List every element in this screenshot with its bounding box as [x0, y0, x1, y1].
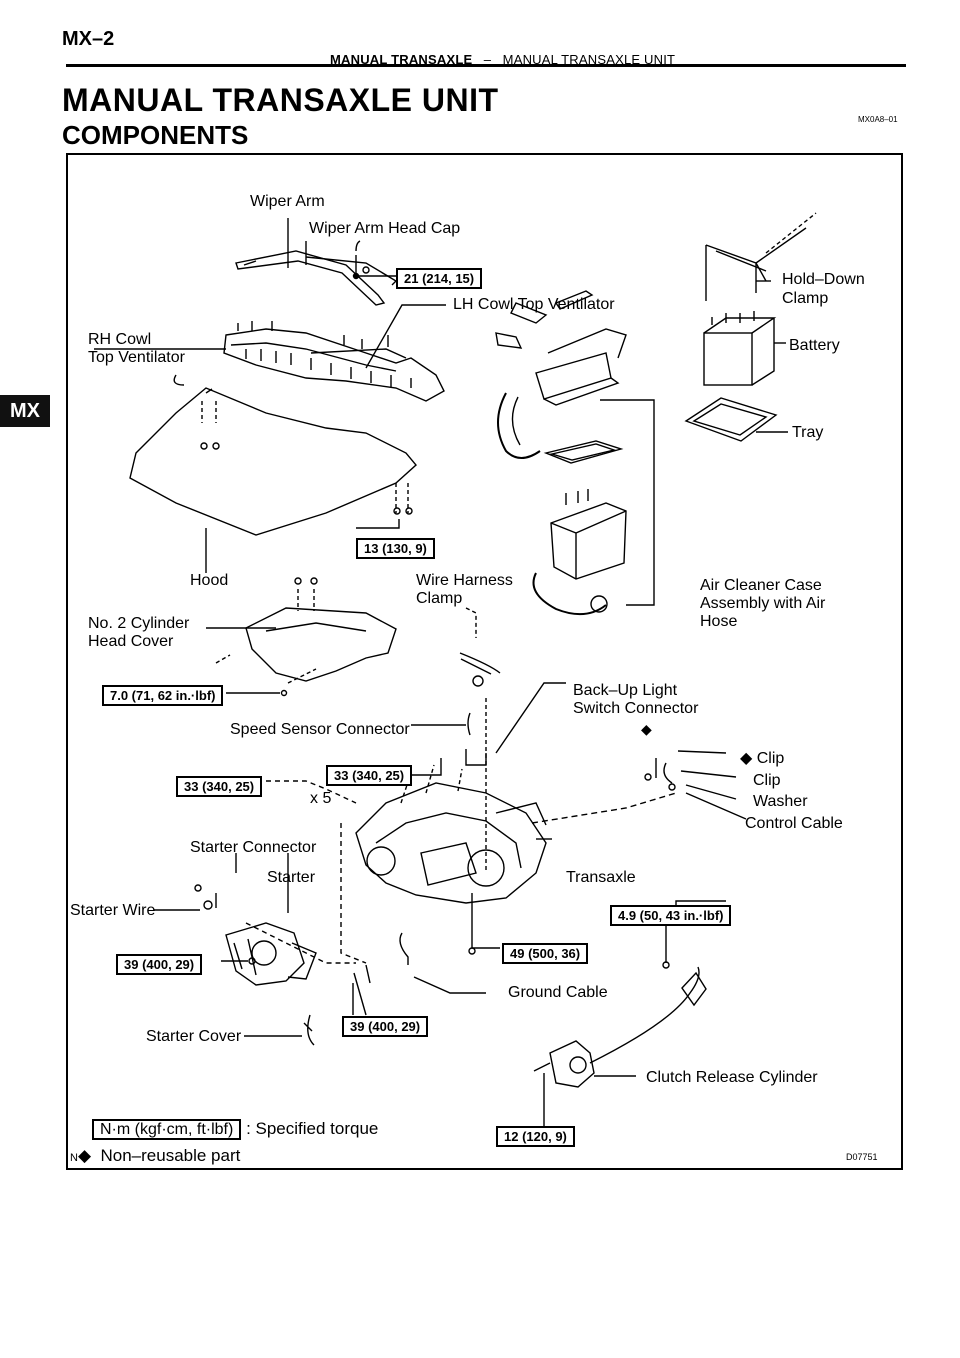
- label-no2-cylinder: No. 2 Cylinder: [88, 615, 190, 632]
- label-air-cleaner: Air Cleaner Case: [700, 577, 822, 594]
- label-starter-wire: Starter Wire: [70, 902, 156, 919]
- nonreusable-symbol: ◆: [77, 1146, 92, 1165]
- components-diagram: [94, 212, 817, 1128]
- header-rule: [66, 64, 906, 67]
- torque-legend: N·m (kgf·cm, ft·lbf) : Specified torque: [92, 1119, 379, 1140]
- starter-drawing: [225, 922, 317, 986]
- figure-code: D07751: [846, 1152, 878, 1162]
- label-control-cable: Control Cable: [745, 815, 843, 832]
- reference-code: MX0A8–01: [858, 115, 898, 124]
- torque-spec-39-bottom: 39 (400, 29): [342, 1016, 429, 1037]
- label-transaxle: Transaxle: [566, 869, 636, 886]
- label-air-cleaner-3: Hose: [700, 613, 738, 630]
- label-wire-harness-2: Clamp: [416, 590, 463, 607]
- label-clip-2: Clip: [753, 772, 781, 789]
- section-title: COMPONENTS: [62, 120, 249, 150]
- hood-drawing: [129, 387, 417, 536]
- clutch-release-cylinder-drawing: [533, 966, 707, 1088]
- running-header: MANUAL TRANSAXLE – MANUAL TRANSAXLE UNIT: [330, 52, 675, 67]
- label-battery: Battery: [789, 337, 840, 354]
- torque-legend-text: : Specified torque: [246, 1119, 379, 1138]
- label-ground-cable: Ground Cable: [508, 984, 608, 1001]
- nonreusable-text: Non–reusable part: [100, 1146, 241, 1165]
- nonreusable-marker: ◆: [641, 721, 652, 737]
- page-code: MX–2: [62, 28, 115, 50]
- nonreusable-legend: N◆ Non–reusable part: [70, 1146, 240, 1166]
- label-starter-connector: Starter Connector: [190, 839, 317, 856]
- cowl-ventilator-drawing: [223, 321, 445, 402]
- label-speed-sensor-connector: Speed Sensor Connector: [230, 721, 410, 738]
- battery-drawing: [703, 311, 777, 386]
- page-title: MANUAL TRANSAXLE UNIT: [62, 82, 499, 118]
- label-lh-cowl-top-ventilator: LH Cowl Top Ventilator: [453, 296, 615, 313]
- header-subsection: MANUAL TRANSAXLE UNIT: [502, 52, 676, 67]
- wiper-arm-drawing: [235, 250, 398, 306]
- label-hold-down: Hold–Down: [782, 271, 865, 288]
- section-tab: MX: [0, 395, 50, 427]
- torque-spec-33-left: 33 (340, 25): [176, 776, 263, 797]
- label-wiper-arm: Wiper Arm: [250, 193, 325, 210]
- label-washer: Washer: [753, 793, 808, 810]
- tray-drawing: [684, 397, 778, 442]
- torque-spec-39-left: 39 (400, 29): [116, 954, 203, 975]
- label-starter: Starter: [267, 869, 316, 886]
- header-separator: –: [483, 52, 492, 67]
- torque-spec-49: 49 (500, 36): [502, 943, 589, 964]
- label-air-cleaner-2: Assembly with Air: [700, 595, 826, 612]
- label-starter-cover: Starter Cover: [146, 1028, 242, 1045]
- diagram-frame: [66, 153, 903, 1170]
- label-clip-1: ◆ Clip: [740, 750, 785, 767]
- label-wiper-arm-head-cap: Wiper Arm Head Cap: [309, 220, 461, 237]
- torque-spec-wiper: 21 (214, 15): [396, 268, 483, 289]
- header-section: MANUAL TRANSAXLE: [330, 52, 473, 67]
- torque-legend-unit: N·m (kgf·cm, ft·lbf): [92, 1119, 242, 1140]
- label-no2-cylinder-2: Head Cover: [88, 633, 174, 650]
- torque-spec-12: 12 (120, 9): [496, 1126, 575, 1147]
- label-tray: Tray: [792, 424, 824, 441]
- label-hood: Hood: [190, 572, 229, 589]
- label-hold-down-2: Clamp: [782, 290, 829, 307]
- label-clutch-release-cylinder: Clutch Release Cylinder: [646, 1069, 818, 1086]
- label-back-up-light: Back–Up Light: [573, 682, 678, 699]
- torque-spec-4-9: 4.9 (50, 43 in.·lbf): [610, 905, 732, 926]
- nonreusable-prefix: N: [70, 1152, 78, 1164]
- label-wire-harness: Wire Harness: [416, 572, 513, 589]
- torque-spec-33-right: 33 (340, 25): [326, 765, 413, 786]
- label-rh-cowl-2: Top Ventilator: [88, 349, 185, 366]
- torque-spec-hood: 13 (130, 9): [356, 538, 435, 559]
- label-back-up-light-2: Switch Connector: [573, 700, 699, 717]
- head-cover-drawing: [245, 577, 397, 682]
- torque-spec-head-cover: 7.0 (71, 62 in.·lbf): [102, 685, 224, 706]
- hold-down-clamp-drawing: [705, 212, 817, 301]
- air-cleaner-drawing: [495, 290, 627, 616]
- label-x5: x 5: [310, 790, 332, 807]
- label-rh-cowl: RH Cowl: [88, 331, 152, 348]
- transaxle-drawing: [355, 764, 547, 904]
